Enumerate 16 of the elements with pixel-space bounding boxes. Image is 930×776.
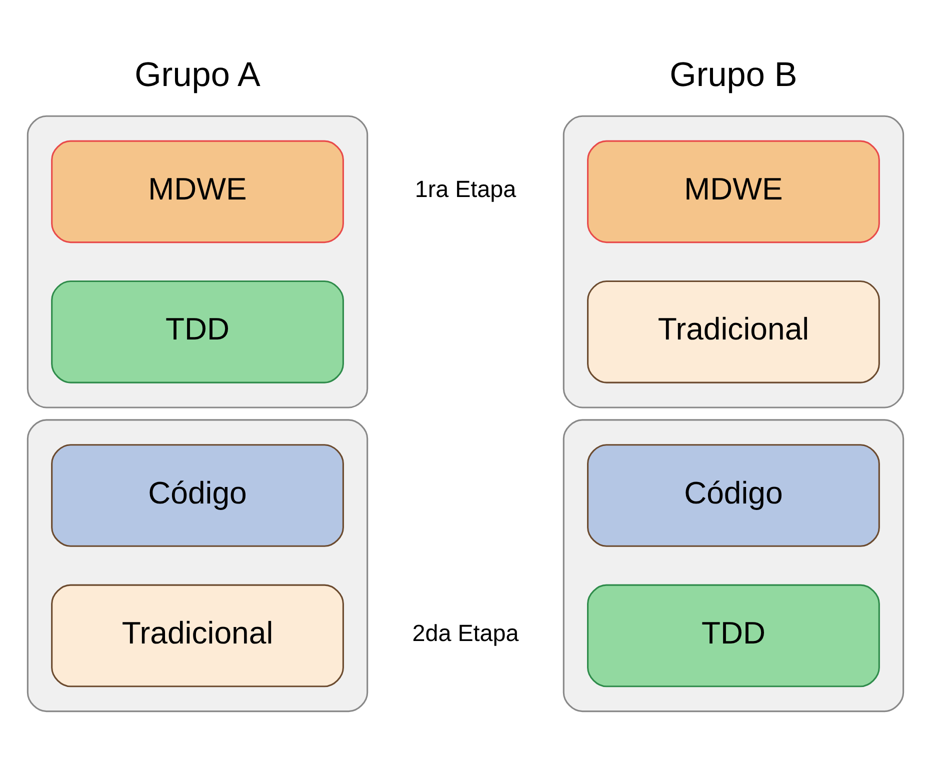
label: Grupo A bbox=[134, 56, 260, 94]
cluster bbox=[26, 115, 368, 408]
node-box: Código bbox=[50, 444, 344, 547]
node-box: MDWE bbox=[586, 140, 880, 244]
node-box: MDWE bbox=[50, 140, 344, 244]
cluster bbox=[562, 115, 904, 408]
node-box: TDD bbox=[586, 584, 880, 688]
label: 1ra Etapa bbox=[414, 176, 516, 202]
cluster bbox=[562, 419, 904, 712]
node-box: Tradicional bbox=[50, 584, 344, 688]
label: Grupo B bbox=[669, 56, 797, 94]
node-box: Código bbox=[586, 444, 880, 547]
node-box: TDD bbox=[50, 280, 344, 384]
label: 2da Etapa bbox=[412, 620, 518, 646]
node-box: Tradicional bbox=[586, 280, 880, 384]
cluster bbox=[26, 419, 368, 712]
